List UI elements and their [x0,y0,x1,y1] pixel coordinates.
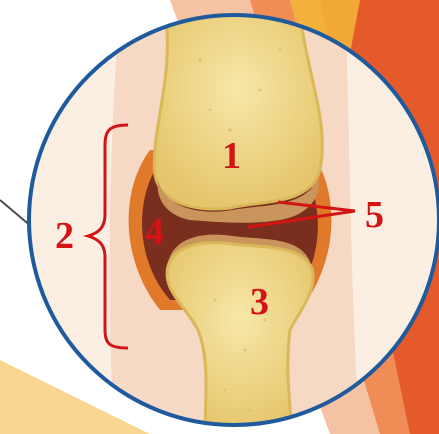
label-bone-bottom: 3 [250,281,269,323]
label-capsule: 2 [55,215,74,257]
bone-top [154,10,322,209]
label-bone-top: 1 [222,135,241,177]
label-cartilage: 5 [365,194,384,236]
label-cavity: 4 [145,211,164,253]
